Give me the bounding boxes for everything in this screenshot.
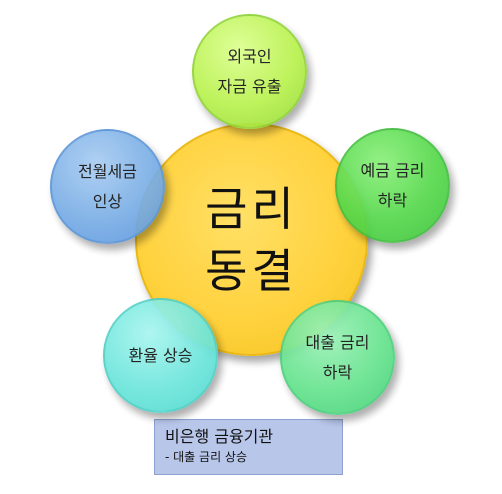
node-label-line2: 자금 유출 xyxy=(217,76,282,96)
node-deposit-rate-decline: 예금 금리 하락 xyxy=(335,128,450,243)
non-bank-note-box: 비은행 금융기관 - 대출 금리 상승 xyxy=(154,419,343,475)
node-foreign-capital-outflow: 외국인 자금 유출 xyxy=(192,14,307,129)
node-label-line2: 하락 xyxy=(322,362,353,382)
note-subtitle: - 대출 금리 상승 xyxy=(165,450,248,464)
node-label-line1: 외국인 xyxy=(227,46,272,66)
center-label-line2: 동결 xyxy=(205,243,298,298)
node-label-line2: 인상 xyxy=(92,191,123,211)
note-title: 비은행 금융기관 xyxy=(165,427,274,446)
node-rent-increase: 전월세금 인상 xyxy=(50,129,165,244)
node-loan-rate-decline: 대출 금리 하락 xyxy=(280,300,395,415)
node-label-line1: 대출 금리 xyxy=(305,332,370,352)
node-exchange-rate-rise: 환율 상승 xyxy=(103,298,218,413)
center-label-line1: 금리 xyxy=(205,181,298,236)
node-label-line2: 하락 xyxy=(377,190,408,210)
node-label-line1: 전월세금 xyxy=(78,161,137,181)
node-label-line1: 예금 금리 xyxy=(360,160,425,180)
node-label-line1: 환율 상승 xyxy=(128,345,193,365)
